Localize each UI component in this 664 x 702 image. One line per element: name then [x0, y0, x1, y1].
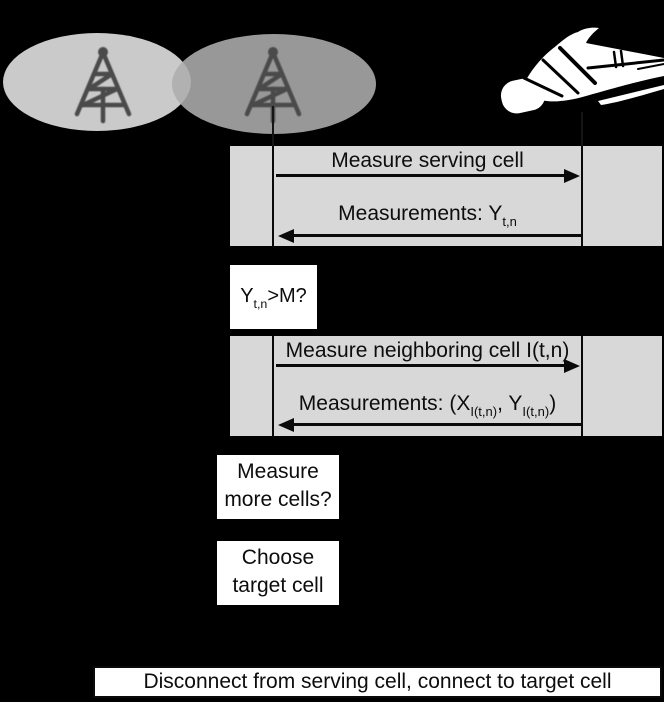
message-band-neighboring: Measure neighboring cell I(t,n) Measurem…	[230, 336, 662, 436]
serving-cell-lifeline-segment	[272, 146, 274, 246]
train-lifeline-segment	[581, 336, 583, 436]
train-lifeline	[581, 112, 583, 146]
message-measure-neighboring-label: Measure neighboring cell I(t,n)	[285, 339, 570, 362]
serving-cell-lifeline-segment	[272, 336, 274, 436]
decision-box-choose-target-line1: Choose	[241, 546, 315, 569]
decision-box-threshold: Yt,n>M?	[230, 265, 317, 329]
serving-cell-lifeline	[272, 106, 274, 146]
decision-box-more-cells-line2: more cells?	[224, 488, 332, 511]
arrow-left-icon	[278, 228, 581, 243]
message-measurements-neighboring-label: Measurements: (XI(t,n), YI(t,n))	[298, 392, 557, 419]
decision-box-choose-target-line2: target cell	[232, 574, 324, 597]
decision-box-more-cells-line1: Measure	[237, 460, 319, 483]
decision-box-more-cells: Measure more cells?	[217, 455, 339, 519]
message-band-serving: Measure serving cell Measurements: Yt,n	[230, 146, 662, 246]
message-measurements-serving-label: Measurements: Yt,n	[338, 202, 517, 229]
arrow-right-icon	[276, 358, 580, 373]
message-measure-serving-label: Measure serving cell	[331, 149, 524, 172]
train-lifeline-segment	[581, 146, 583, 246]
decision-box-choose-target: Choose target cell	[217, 541, 339, 605]
arrow-left-icon	[278, 417, 581, 432]
final-action-box: Disconnect from serving cell, connect to…	[93, 666, 662, 698]
antenna-tower-left-icon	[74, 47, 132, 124]
antenna-tower-right-icon	[244, 47, 302, 124]
arrow-right-icon	[276, 168, 580, 183]
train-icon	[500, 27, 664, 114]
